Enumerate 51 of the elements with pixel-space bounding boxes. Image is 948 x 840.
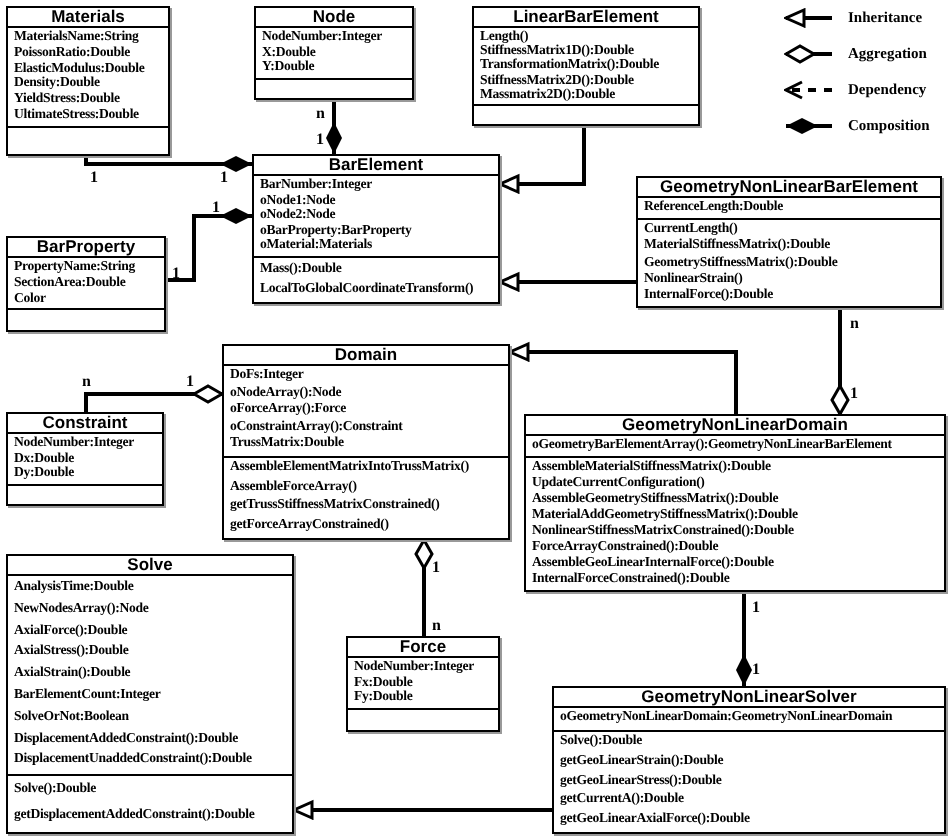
class-box: [636, 176, 942, 308]
multiplicity-label: 1: [186, 372, 194, 390]
class-name: Force: [348, 638, 498, 658]
multiplicity-label: 1: [432, 558, 440, 576]
class-name: GeometryNonLinearSolver: [554, 688, 944, 708]
multiplicity-label: 1: [316, 130, 324, 148]
class-name: GeometryNonLinearDomain: [526, 416, 944, 436]
class-box: [254, 6, 414, 100]
multiplicity-label: 1: [220, 168, 228, 186]
aggregation-connector: [414, 538, 434, 636]
class-name: GeometryNonLinearBarElement: [638, 178, 940, 198]
class-box: [552, 686, 946, 834]
multiplicity-label: n: [316, 104, 325, 122]
class-box: [252, 154, 500, 304]
multiplicity-label: 1: [850, 384, 858, 402]
multiplicity-label: n: [850, 314, 859, 332]
class-name: Domain: [224, 346, 508, 366]
multiplicity-label: 1: [212, 198, 220, 216]
multiplicity-label: 1: [172, 264, 180, 282]
class-compartment: [526, 455, 944, 590]
inheritance-arrow: [498, 272, 636, 292]
class-box: [6, 236, 166, 332]
composition-connector: [84, 156, 252, 172]
class-box: [6, 554, 294, 834]
class-name: LinearBarElement: [474, 8, 698, 28]
class-box: [222, 344, 510, 540]
class-box: [346, 636, 500, 732]
composition-connector: [166, 208, 252, 282]
composition-connector: [736, 592, 752, 686]
composition-connector: [326, 100, 342, 154]
class-compartment: [638, 217, 940, 306]
class-name: Constraint: [8, 414, 162, 434]
aggregation-connector: [830, 308, 850, 416]
class-name: BarElement: [254, 156, 498, 176]
class-box: [524, 414, 946, 592]
multiplicity-label: n: [82, 372, 91, 390]
aggregation-connector: [84, 384, 224, 412]
inheritance-arrow: [498, 126, 586, 194]
class-box: [472, 6, 700, 126]
multiplicity-label: 1: [752, 598, 760, 616]
multiplicity-label: 1: [752, 660, 760, 678]
inheritance-arrow: [292, 800, 552, 820]
inheritance-arrow: [508, 342, 738, 414]
multiplicity-label: n: [432, 616, 441, 634]
class-name: Solve: [8, 556, 292, 576]
class-name: Node: [256, 8, 412, 28]
class-box: [6, 6, 170, 156]
class-box: [6, 412, 164, 506]
class-name: BarProperty: [8, 238, 164, 258]
multiplicity-label: 1: [90, 168, 98, 186]
class-name: Materials: [8, 8, 168, 28]
